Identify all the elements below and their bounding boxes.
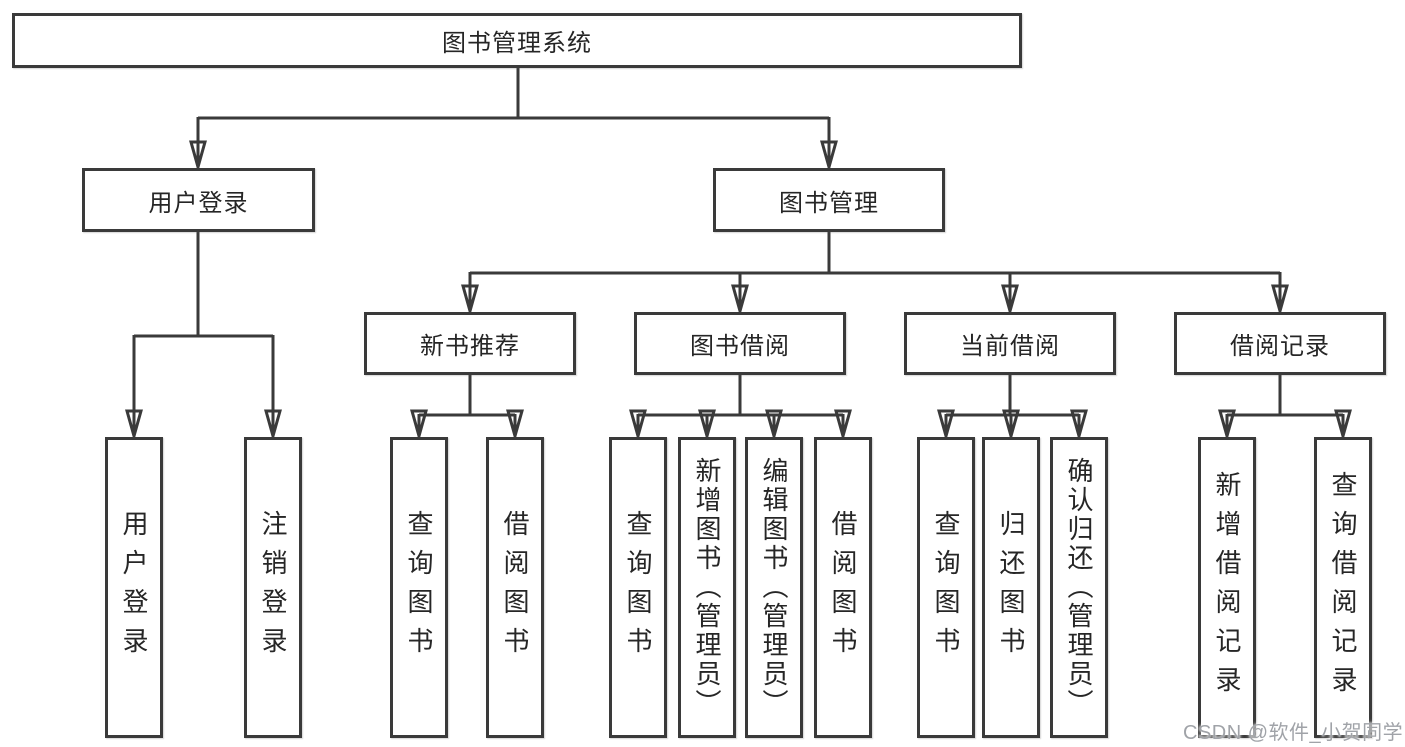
- node-current-borrowing: 当前借阅: [904, 312, 1116, 375]
- leaf-nb-query-books: 查询图书: [390, 437, 448, 738]
- leaf-cb-return-books: 归还图书: [982, 437, 1040, 738]
- node-new-book-recommendation: 新书推荐: [364, 312, 576, 375]
- node-borrowing-records: 借阅记录: [1174, 312, 1386, 375]
- node-user-login: 用户登录: [82, 168, 315, 232]
- leaf-bb-query-books: 查询图书: [609, 437, 667, 738]
- leaf-br-add-record: 新增借阅记录: [1198, 437, 1256, 738]
- leaf-bb-add-books-admin: 新增图书（管理员）: [678, 437, 736, 738]
- leaf-cb-query-books: 查询图书: [917, 437, 975, 738]
- leaf-logout: 注销登录: [244, 437, 302, 738]
- leaf-bb-edit-books-admin: 编辑图书（管理员）: [745, 437, 803, 738]
- leaf-cb-confirm-return-admin: 确认归还（管理员）: [1050, 437, 1108, 738]
- leaf-user-login: 用户登录: [105, 437, 163, 738]
- leaf-bb-borrow-books: 借阅图书: [814, 437, 872, 738]
- node-book-management: 图书管理: [713, 168, 945, 232]
- leaf-br-query-record: 查询借阅记录: [1314, 437, 1372, 738]
- leaf-nb-borrow-books: 借阅图书: [486, 437, 544, 738]
- csdn-watermark: CSDN @软件_小贺同学: [1183, 722, 1404, 744]
- node-book-borrowing: 图书借阅: [634, 312, 846, 375]
- node-library-management-system: 图书管理系统: [12, 13, 1022, 68]
